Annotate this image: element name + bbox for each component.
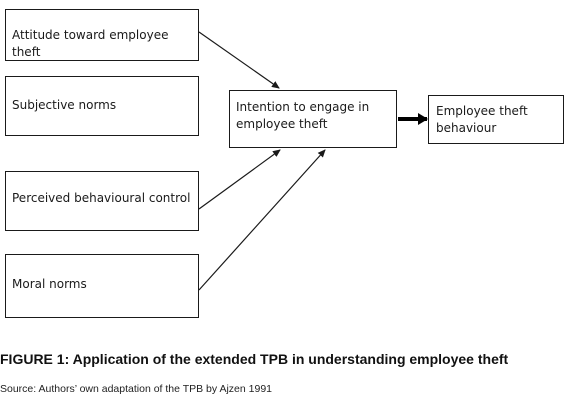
box-moral-norms: Moral norms xyxy=(5,254,199,318)
box-intention-label: Intention to engage in employee theft xyxy=(236,100,370,131)
figure-caption: FIGURE 1: Application of the extended TP… xyxy=(0,351,509,367)
box-attitude: Attitude toward employee theft xyxy=(5,9,199,61)
box-employee-theft-behaviour: Employee theft behaviour xyxy=(428,95,564,144)
box-perceived-behavioural-control: Perceived behavioural control xyxy=(5,171,199,231)
box-moral-norms-label: Moral norms xyxy=(12,277,87,291)
figure-source: Source: Authors’ own adaptation of the T… xyxy=(0,383,273,395)
box-intention: Intention to engage in employee theft xyxy=(229,90,397,148)
box-subjective-norms-label: Subjective norms xyxy=(12,98,117,112)
box-attitude-label: Attitude toward employee theft xyxy=(12,28,169,59)
arrow-moral-to-intention xyxy=(198,149,326,291)
box-subjective-norms: Subjective norms xyxy=(5,76,199,136)
arrow-attitude-to-intention xyxy=(198,31,280,89)
arrow-pbc-to-intention xyxy=(198,149,281,210)
box-employee-theft-behaviour-label: Employee theft behaviour xyxy=(436,104,528,135)
box-perceived-behavioural-control-label: Perceived behavioural control xyxy=(12,191,191,205)
